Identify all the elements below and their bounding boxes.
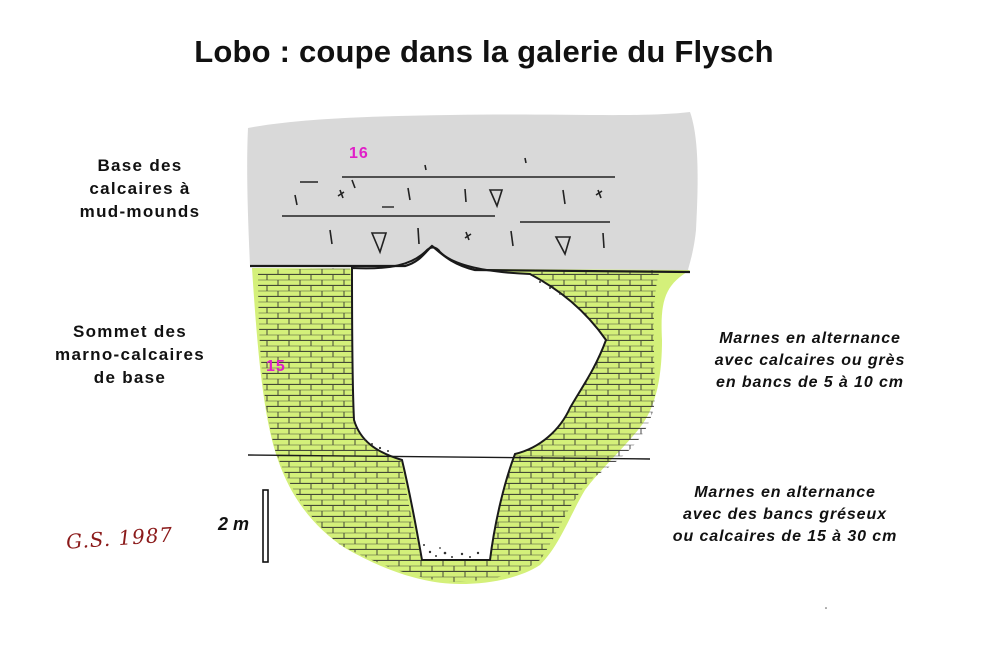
unit-number-16: 16: [349, 145, 369, 162]
limestone-bedding: [282, 176, 615, 223]
label-sommet-marno-calcaires: Sommet des marno-calcaires de base: [55, 322, 205, 387]
limestone-block: [247, 112, 698, 270]
label-marnes-calcaires-gres: Marnes en alternance avec calcaires ou g…: [714, 330, 906, 391]
diagram-title: Lobo : coupe dans la galerie du Flysch: [194, 34, 774, 69]
floor-debris: [364, 281, 561, 558]
label-base-calcaires: Base des calcaires à mud-mounds: [79, 156, 201, 221]
speck: [825, 607, 827, 609]
scale-bar: [262, 489, 269, 563]
label-marnes-bancs-greseux: Marnes en alternance avec des bancs grés…: [672, 484, 898, 545]
scale-label: 2 m: [218, 514, 250, 534]
unit-number-15: 15: [266, 358, 286, 375]
ceiling-contact: [250, 244, 691, 274]
unit-boundary: [247, 454, 651, 460]
limestone-marks: [294, 157, 605, 257]
